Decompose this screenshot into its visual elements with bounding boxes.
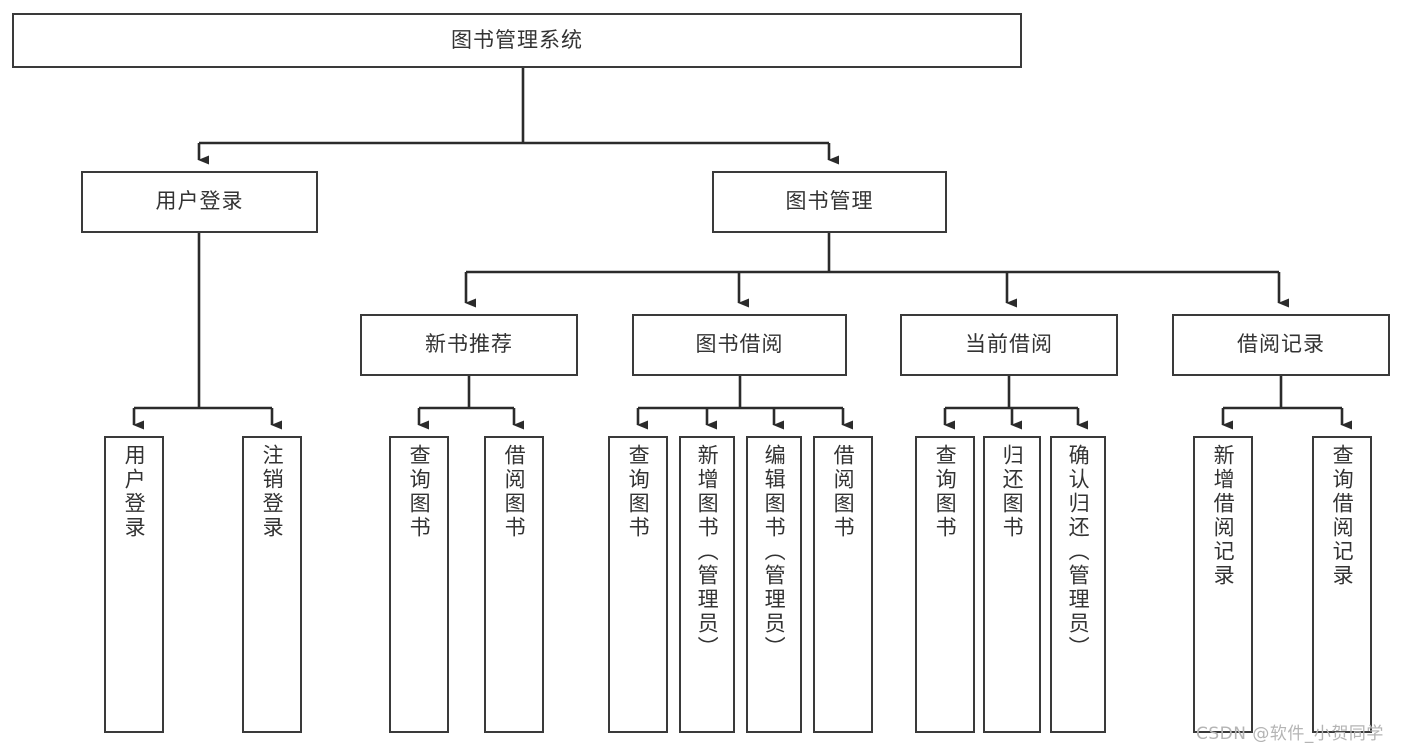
node-leaf-borrow-book-label: 借阅图书	[831, 444, 856, 540]
edge-group-current-borrow	[943, 376, 1088, 430]
node-borrow-record[interactable]: 借阅记录	[1172, 314, 1390, 376]
node-leaf-borrow-book[interactable]: 借阅图书	[813, 436, 873, 733]
node-leaf-return-book[interactable]: 归还图书	[983, 436, 1041, 733]
node-leaf-user-login-label: 用户登录	[122, 444, 147, 540]
edge-group-user-login	[132, 233, 282, 430]
node-user-login[interactable]: 用户登录	[81, 171, 318, 233]
node-new-book-recommend-label: 新书推荐	[425, 332, 513, 357]
node-book-borrow[interactable]: 图书借阅	[632, 314, 847, 376]
node-current-borrow-label: 当前借阅	[965, 332, 1053, 357]
node-leaf-edit-book-admin-label: 编辑图书（管理员）	[762, 444, 787, 660]
node-leaf-add-borrow-record[interactable]: 新增借阅记录	[1193, 436, 1253, 733]
edge-group-new-book-recommend	[417, 376, 524, 430]
node-user-login-label: 用户登录	[155, 189, 244, 214]
node-leaf-add-book-admin[interactable]: 新增图书（管理员）	[679, 436, 735, 733]
node-leaf-confirm-return-admin[interactable]: 确认归还（管理员）	[1050, 436, 1106, 733]
node-root[interactable]: 图书管理系统	[12, 13, 1022, 68]
node-leaf-query-borrow-record-label: 查询借阅记录	[1330, 444, 1355, 588]
node-leaf-return-book-label: 归还图书	[1000, 444, 1025, 540]
node-leaf-user-login[interactable]: 用户登录	[104, 436, 164, 733]
edge-group-root	[197, 68, 839, 165]
node-leaf-confirm-return-admin-label: 确认归还（管理员）	[1066, 444, 1091, 660]
node-leaf-add-borrow-record-label: 新增借阅记录	[1211, 444, 1236, 588]
node-leaf-borrow-book-recommend-label: 借阅图书	[502, 444, 527, 540]
node-leaf-query-book-recommend-label: 查询图书	[407, 444, 432, 540]
node-leaf-user-logout-label: 注销登录	[260, 444, 285, 540]
node-new-book-recommend[interactable]: 新书推荐	[360, 314, 578, 376]
node-leaf-query-book-current-label: 查询图书	[933, 444, 958, 540]
edge-group-borrow-record	[1221, 376, 1352, 430]
node-current-borrow[interactable]: 当前借阅	[900, 314, 1118, 376]
edge-group-book-manage	[464, 233, 1289, 308]
node-book-manage-label: 图书管理	[785, 189, 874, 214]
node-leaf-query-book-recommend[interactable]: 查询图书	[389, 436, 449, 733]
node-book-borrow-label: 图书借阅	[695, 332, 784, 357]
node-borrow-record-label: 借阅记录	[1237, 332, 1325, 357]
node-book-manage[interactable]: 图书管理	[712, 171, 947, 233]
csdn-watermark: CSDN @软件_小贺同学	[1196, 724, 1384, 744]
node-leaf-query-book-current[interactable]: 查询图书	[915, 436, 975, 733]
node-leaf-add-book-admin-label: 新增图书（管理员）	[695, 444, 720, 660]
node-leaf-edit-book-admin[interactable]: 编辑图书（管理员）	[746, 436, 802, 733]
node-leaf-borrow-book-recommend[interactable]: 借阅图书	[484, 436, 544, 733]
edge-group-book-borrow	[636, 376, 853, 430]
node-root-label: 图书管理系统	[451, 27, 583, 52]
node-leaf-user-logout[interactable]: 注销登录	[242, 436, 302, 733]
node-leaf-query-book-borrow[interactable]: 查询图书	[608, 436, 668, 733]
node-leaf-query-book-borrow-label: 查询图书	[626, 444, 651, 540]
node-leaf-query-borrow-record[interactable]: 查询借阅记录	[1312, 436, 1372, 733]
